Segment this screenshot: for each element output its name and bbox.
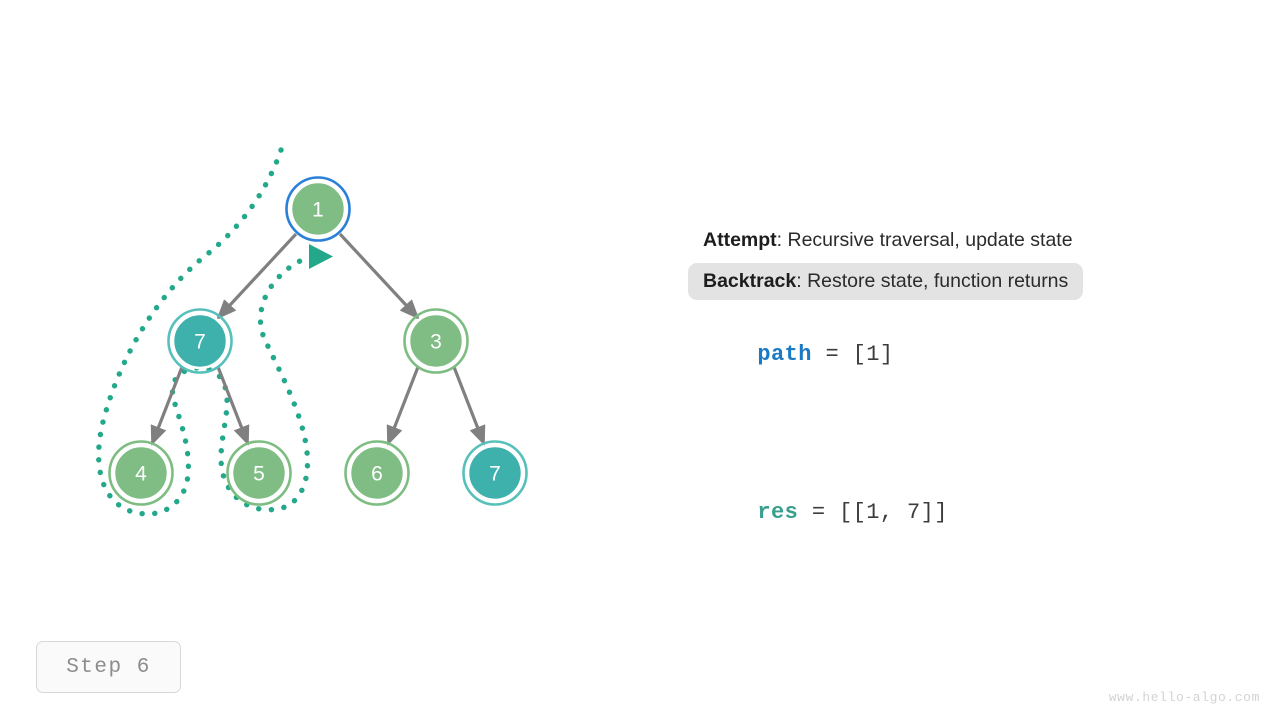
node-ring [226, 440, 292, 506]
tree-edges [150, 232, 486, 446]
node-label: 5 [253, 463, 265, 486]
step-badge-label: Step 6 [66, 655, 151, 679]
res-state-line: res = [[1, 7]] [703, 475, 1208, 550]
tree-node-7-left[interactable]: 7 [167, 308, 233, 374]
tree-nodes: 1 7 3 4 [108, 176, 528, 506]
node-ring [462, 440, 528, 506]
node-label: 1 [312, 199, 324, 222]
node-ring [403, 308, 469, 374]
attempt-text: : Recursive traversal, update state [776, 229, 1073, 251]
node-active-ring [285, 176, 351, 242]
info-panel: Attempt: Recursive traversal, update sta… [688, 222, 1208, 550]
path-variable-name: path [757, 342, 812, 368]
traversal-path [95, 147, 333, 517]
tree-node-7-right[interactable]: 7 [462, 440, 528, 506]
node-circle [348, 444, 406, 502]
node-circle [171, 312, 229, 370]
backtrack-text: : Restore state, function returns [796, 270, 1069, 293]
path-expression: = [1] [811, 342, 894, 368]
node-label: 6 [371, 463, 383, 486]
attempt-line: Attempt: Recursive traversal, update sta… [688, 222, 1208, 259]
res-expression: = [[1, 7]] [798, 500, 948, 526]
node-ring [108, 440, 174, 506]
backtrack-keyword: Backtrack [703, 270, 797, 293]
tree-node-1[interactable]: 1 [285, 176, 351, 242]
node-label: 7 [194, 331, 206, 354]
watermark: www.hello-algo.com [1108, 690, 1260, 705]
backtrack-line: Backtrack: Restore state, function retur… [688, 263, 1084, 301]
node-circle [112, 444, 170, 502]
node-circle [289, 180, 347, 238]
node-label: 7 [489, 463, 501, 486]
tree-node-6[interactable]: 6 [344, 440, 410, 506]
edge-7-4 [150, 366, 184, 446]
step-badge: Step 6 [36, 641, 181, 693]
dotted-traversal-line [95, 147, 311, 517]
res-variable-name: res [757, 500, 799, 526]
node-label: 3 [430, 331, 442, 354]
node-ring [167, 308, 233, 374]
edge-3-6 [386, 366, 420, 446]
tree-svg: 1 7 3 4 [95, 147, 528, 517]
node-circle [407, 312, 465, 370]
node-label: 4 [135, 463, 147, 486]
tree-diagram: 1 7 3 4 [95, 147, 528, 517]
edge-1-3 [338, 232, 420, 320]
tree-node-5[interactable]: 5 [226, 440, 292, 506]
tree-node-4[interactable]: 4 [108, 440, 174, 506]
tree-node-3[interactable]: 3 [403, 308, 469, 374]
path-state-line: path = [1] [703, 317, 1208, 392]
traversal-arrowhead-icon [309, 244, 333, 269]
edge-3-7 [452, 366, 486, 446]
node-circle [230, 444, 288, 502]
node-ring [344, 440, 410, 506]
node-circle [466, 444, 524, 502]
edge-1-7 [216, 232, 298, 320]
edge-7-5 [216, 366, 250, 446]
attempt-keyword: Attempt [703, 229, 777, 251]
